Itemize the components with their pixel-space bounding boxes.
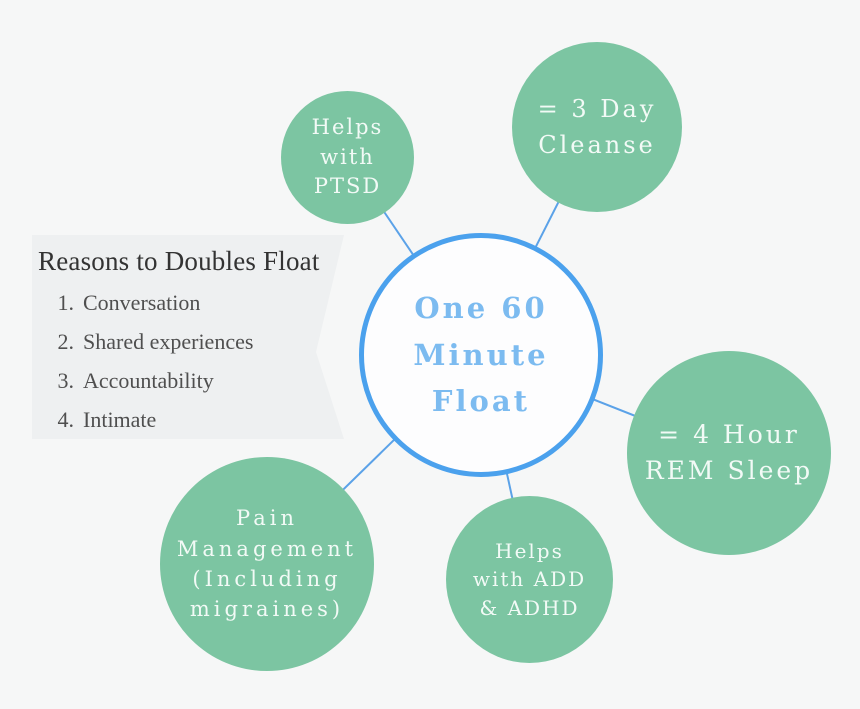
bubble-helps-with-add-adhd: Helps with ADD & ADHD <box>446 496 613 663</box>
list-item-number: 4. <box>57 407 75 432</box>
list-item-label: Intimate <box>83 407 157 432</box>
bubble-text-line: REM Sleep <box>644 456 814 485</box>
bubble-text-line: = 4 Hour <box>658 419 800 449</box>
list-item: 2. Shared experiences <box>48 329 344 355</box>
list-item: 4. Intimate <box>48 407 344 433</box>
bubble-4-hour-rem-sleep: = 4 Hour REM Sleep <box>627 351 831 555</box>
center-node-one-60-minute-float: One 60 Minute Float <box>359 233 603 477</box>
bubble-text-line: (Including <box>192 567 342 591</box>
bubble-helps-with-ptsd: Helps with PTSD <box>281 91 414 224</box>
bubble-text-line: with <box>320 144 375 169</box>
list-item-label: Accountability <box>83 368 214 393</box>
center-text-line: Float <box>431 384 531 419</box>
bubble-text-line: Cleanse <box>538 131 656 159</box>
reasons-banner-title: Reasons to Doubles Float <box>38 246 320 276</box>
list-item-number: 1. <box>57 290 75 315</box>
list-item-number: 3. <box>57 368 75 393</box>
bubble-text-line: migraines) <box>189 597 345 622</box>
bubble-text-line: = 3 Day <box>537 95 657 123</box>
list-item: 3. Accountability <box>48 368 344 394</box>
reasons-list: 1. Conversation 2. Shared experiences 3.… <box>32 290 344 433</box>
bubble-text-line: Helps <box>311 115 384 140</box>
bubble-pain-management: Pain Management (Including migraines) <box>160 457 374 671</box>
center-text-line: One 60 <box>414 291 548 326</box>
bubble-text-line: Pain <box>236 506 298 531</box>
list-item: 1. Conversation <box>48 290 344 316</box>
bubble-text-line: & ADHD <box>479 595 580 620</box>
list-item-label: Conversation <box>83 290 201 315</box>
center-text-line: Minute <box>413 337 549 372</box>
list-item-number: 2. <box>57 329 75 354</box>
list-item-label: Shared experiences <box>83 329 254 354</box>
bubble-text-line: with ADD <box>472 567 587 592</box>
bubble-3-day-cleanse: = 3 Day Cleanse <box>512 42 682 212</box>
bubble-text-line: Management <box>176 536 358 561</box>
reasons-banner: Reasons to Doubles Float 1. Conversation… <box>32 235 344 439</box>
bubble-text-line: PTSD <box>313 174 382 199</box>
bubble-text-line: Helps <box>495 538 564 563</box>
